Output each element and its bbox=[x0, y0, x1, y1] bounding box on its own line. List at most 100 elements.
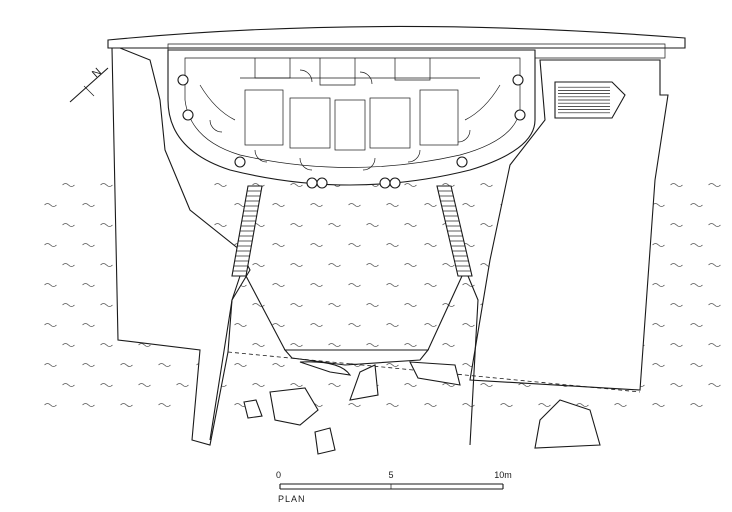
water-wave bbox=[404, 383, 417, 387]
water-wave bbox=[62, 343, 75, 347]
water-wave bbox=[538, 403, 551, 407]
water-wave bbox=[500, 403, 513, 407]
water-wave bbox=[328, 383, 341, 387]
water-wave bbox=[62, 263, 75, 267]
water-wave bbox=[214, 183, 227, 187]
water-wave bbox=[366, 343, 379, 347]
water-wave bbox=[176, 383, 189, 387]
water-wave bbox=[404, 303, 417, 307]
water-wave bbox=[348, 243, 361, 247]
water-wave bbox=[462, 323, 475, 327]
water-wave bbox=[44, 243, 57, 247]
main-building-outline bbox=[167, 49, 536, 186]
water-wave bbox=[404, 343, 417, 347]
water-wave bbox=[348, 403, 361, 407]
water-wave bbox=[82, 283, 95, 287]
water-wave bbox=[404, 263, 417, 267]
water-wave bbox=[386, 203, 399, 207]
water-wave bbox=[214, 223, 227, 227]
water-wave bbox=[348, 323, 361, 327]
pool-walls bbox=[209, 275, 479, 446]
water-wave bbox=[290, 263, 303, 267]
water-wave bbox=[328, 303, 341, 307]
water-wave bbox=[404, 223, 417, 227]
door-swings bbox=[209, 69, 471, 171]
water-wave bbox=[652, 403, 665, 407]
water-wave bbox=[480, 183, 493, 187]
water-wave bbox=[404, 183, 417, 187]
water-wave bbox=[44, 283, 57, 287]
water-wave bbox=[252, 343, 265, 347]
water-wave bbox=[82, 323, 95, 327]
water-wave bbox=[82, 363, 95, 367]
water-wave bbox=[670, 223, 683, 227]
water-wave bbox=[138, 383, 151, 387]
water-wave bbox=[480, 223, 493, 227]
water-wave bbox=[272, 243, 285, 247]
water-wave bbox=[652, 243, 665, 247]
scale-caption: PLAN bbox=[278, 494, 306, 504]
right-diagonal-stair bbox=[436, 185, 473, 277]
water-wave bbox=[652, 363, 665, 367]
water-wave bbox=[44, 203, 57, 207]
water-wave bbox=[442, 383, 455, 387]
water-wave bbox=[44, 403, 57, 407]
left-diagonal-stair bbox=[231, 185, 263, 277]
water-wave bbox=[348, 283, 361, 287]
water-wave bbox=[44, 323, 57, 327]
columns bbox=[177, 74, 526, 189]
water-wave bbox=[442, 183, 455, 187]
water-wave bbox=[62, 223, 75, 227]
scale-tick-0: 0 bbox=[276, 470, 281, 480]
water-wave bbox=[44, 363, 57, 367]
right-stair bbox=[554, 81, 626, 119]
water-wave bbox=[328, 223, 341, 227]
right-terrace bbox=[469, 59, 669, 391]
rocks bbox=[243, 361, 601, 455]
water-wave bbox=[328, 263, 341, 267]
water-wave bbox=[462, 403, 475, 407]
water-wave bbox=[82, 243, 95, 247]
water-wave bbox=[386, 323, 399, 327]
water-wave bbox=[690, 363, 703, 367]
water-wave bbox=[690, 243, 703, 247]
water-wave bbox=[158, 363, 171, 367]
water-wave bbox=[100, 303, 113, 307]
water-wave bbox=[100, 223, 113, 227]
water-wave bbox=[424, 243, 437, 247]
water-wave bbox=[310, 203, 323, 207]
water-wave bbox=[690, 203, 703, 207]
water-wave bbox=[386, 403, 399, 407]
building-inner-ring bbox=[184, 57, 521, 168]
water-wave bbox=[290, 303, 303, 307]
water-wave bbox=[272, 203, 285, 207]
water-wave bbox=[100, 343, 113, 347]
water-wave bbox=[290, 343, 303, 347]
water-wave bbox=[272, 323, 285, 327]
water-wave bbox=[348, 203, 361, 207]
water-wave bbox=[442, 263, 455, 267]
water-wave bbox=[708, 263, 721, 267]
water-wave bbox=[708, 303, 721, 307]
water-wave bbox=[386, 243, 399, 247]
water-wave bbox=[82, 203, 95, 207]
water-wave bbox=[366, 303, 379, 307]
water-wave bbox=[708, 343, 721, 347]
water-wave bbox=[252, 383, 265, 387]
water-wave bbox=[252, 183, 265, 187]
water-wave bbox=[234, 363, 247, 367]
water-wave bbox=[670, 263, 683, 267]
water-wave bbox=[272, 283, 285, 287]
water-wave bbox=[120, 363, 133, 367]
water-wave bbox=[690, 283, 703, 287]
water-wave bbox=[576, 403, 589, 407]
water-wave bbox=[366, 223, 379, 227]
water-wave bbox=[252, 303, 265, 307]
scale-tick-10m: 10m bbox=[494, 470, 512, 480]
water-wave bbox=[670, 183, 683, 187]
water-wave bbox=[120, 403, 133, 407]
room-partitions bbox=[199, 58, 501, 151]
water-wave bbox=[614, 403, 627, 407]
water-wave bbox=[234, 323, 247, 327]
